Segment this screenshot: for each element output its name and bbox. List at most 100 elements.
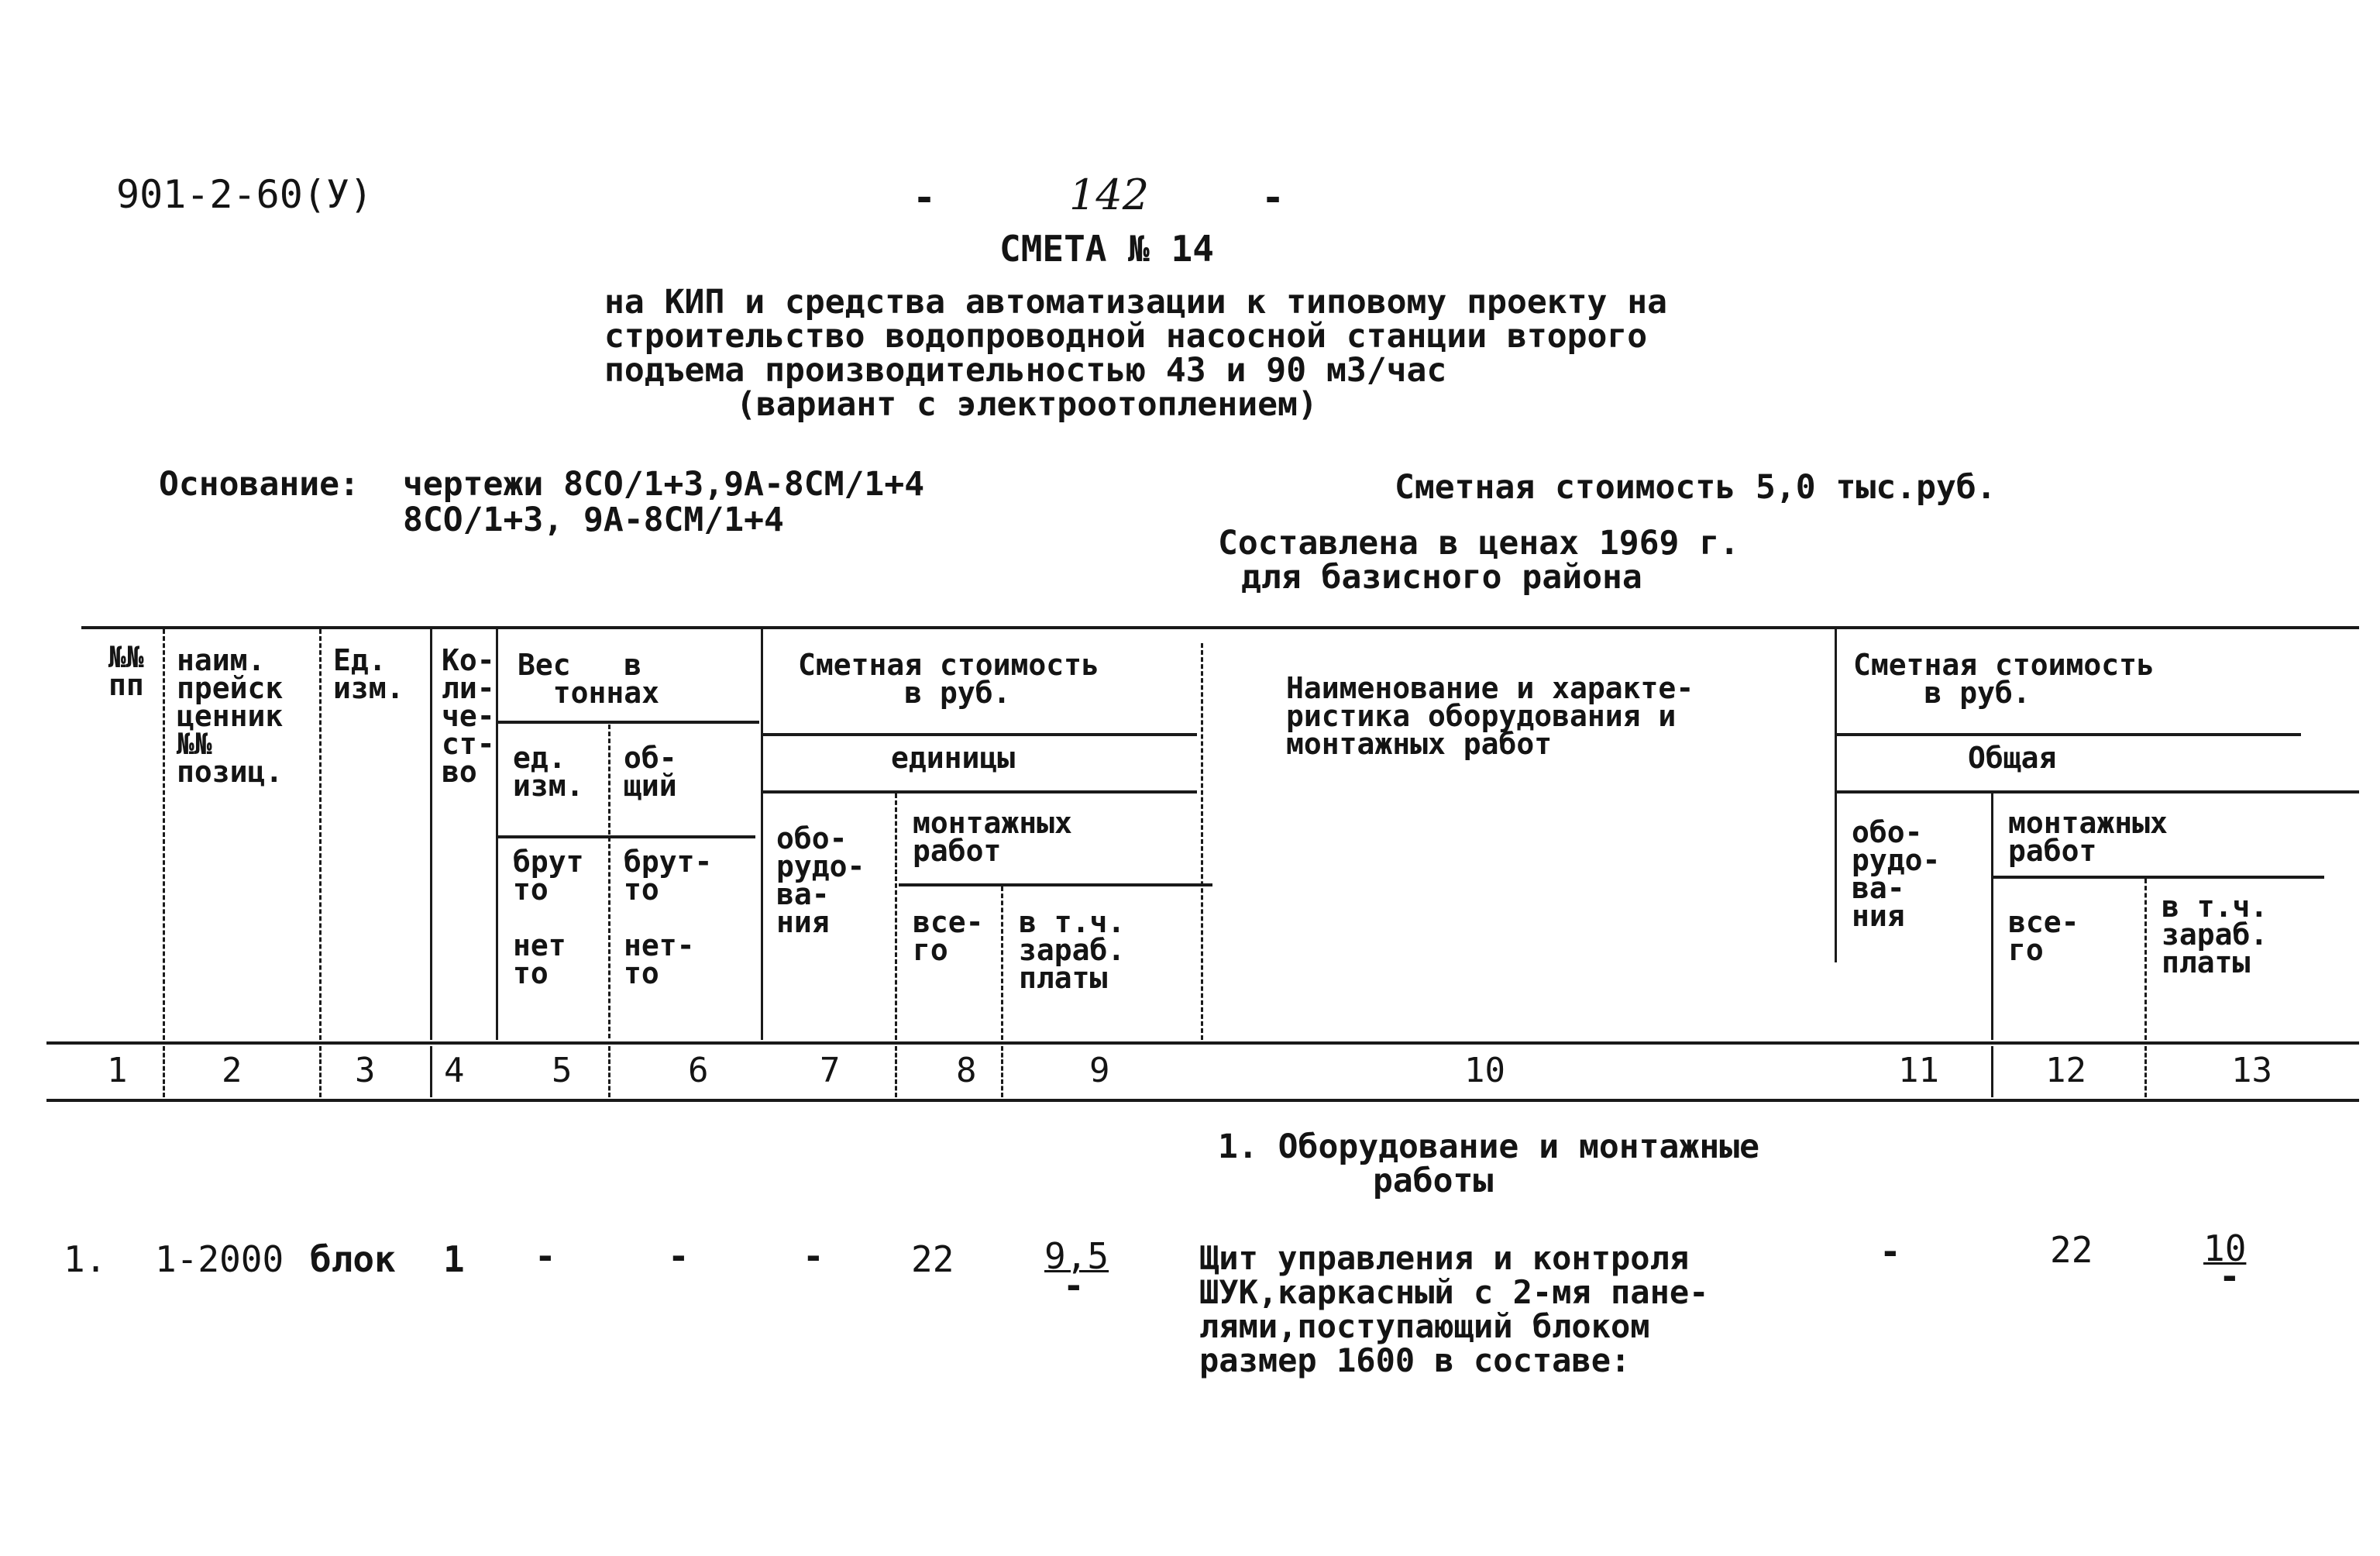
header-total-cost-overall: Общая xyxy=(1968,741,2057,775)
col-number-divider xyxy=(2144,1046,2147,1097)
estimate-subtitle: на КИП и средства автоматизации к типово… xyxy=(604,285,1667,422)
column-number: 8 xyxy=(956,1051,977,1090)
row-unit: блок xyxy=(310,1238,396,1280)
row-installation-total-wages: 10 xyxy=(2203,1227,2247,1269)
row-equipment-total-cost: - xyxy=(1880,1231,1901,1272)
description-line: размер 1600 в составе: xyxy=(1199,1341,1631,1379)
header-unit: Ед. изм. xyxy=(333,643,404,705)
cost-unit-header-rule xyxy=(763,733,1197,736)
estimated-cost: Сметная стоимость 5,0 тыс.руб. xyxy=(1395,468,1997,507)
col-number-divider xyxy=(1001,1046,1003,1097)
row-weight-total: - xyxy=(668,1235,690,1277)
header-item-number: №№ пп xyxy=(108,640,144,702)
row-installation-unit-cost: 22 xyxy=(911,1238,954,1280)
col-divider xyxy=(496,629,498,1040)
page-number-dash-right: - xyxy=(1261,175,1285,220)
column-number: 2 xyxy=(222,1051,242,1090)
row-quantity: 1 xyxy=(443,1238,465,1280)
column-number: 5 xyxy=(552,1051,573,1090)
column-number: 13 xyxy=(2231,1051,2272,1090)
header-equipment-total: обо- рудо- ва- ния xyxy=(1852,815,1941,933)
document-code: 901-2-60(У) xyxy=(116,172,373,217)
header-bottom-rule xyxy=(46,1041,2359,1045)
header-installation-total: монтажных работ xyxy=(2008,806,2168,868)
col-number-divider xyxy=(163,1046,165,1097)
col-divider xyxy=(761,629,763,1040)
column-number: 7 xyxy=(820,1051,841,1090)
column-number: 12 xyxy=(2045,1051,2086,1090)
page-number-dash-left: - xyxy=(913,175,937,220)
estimate-title: СМЕТА № 14 xyxy=(999,228,1214,270)
header-installation-unit-total: все- го xyxy=(913,905,984,967)
cost-total-sub-rule xyxy=(1836,790,2359,793)
header-weight-total: об- щий xyxy=(624,741,677,803)
prices-year: Составлена в ценах 1969 г. xyxy=(1218,524,1740,563)
page-number: 142 xyxy=(1069,170,1150,219)
subtitle-line: подъема производительностью 43 и 90 м3/ч… xyxy=(604,351,1447,390)
row-installation-unit-wages: 9,5 xyxy=(1044,1235,1109,1277)
row-installation-unit-wages-sub: - xyxy=(1063,1265,1085,1306)
column-number: 1 xyxy=(107,1051,128,1090)
col-divider xyxy=(1201,643,1203,1040)
row-description: Щит управления и контроля ШУК,каркасный … xyxy=(1199,1241,1708,1378)
section-title: 1. Оборудование и монтажные xyxy=(1218,1127,1759,1166)
col-number-divider xyxy=(319,1046,322,1097)
header-equipment-unit: обо- рудо- ва- ния xyxy=(776,821,865,939)
row-installation-total-cost: 22 xyxy=(2050,1229,2093,1271)
cost-total-header-rule xyxy=(1836,733,2301,736)
header-unit-cost: Сметная стоимость в руб. xyxy=(798,648,1099,710)
col-divider xyxy=(2144,879,2147,1040)
col-divider xyxy=(1001,886,1003,1040)
header-gross-net-total: брут- то нет- то xyxy=(624,845,713,990)
row-installation-total-wages-sub: - xyxy=(2219,1255,2241,1297)
row-number: 1. xyxy=(64,1238,107,1280)
header-description: Наименование и характе- ристика оборудов… xyxy=(1286,671,1694,761)
row-equipment-unit-cost: - xyxy=(803,1235,824,1277)
column-number: 9 xyxy=(1089,1051,1110,1090)
basis-label: Основание: xyxy=(159,465,359,504)
subtitle-line: на КИП и средства автоматизации к типово… xyxy=(604,283,1668,322)
col-divider xyxy=(895,793,897,1040)
column-number: 6 xyxy=(688,1051,709,1090)
install-unit-rule xyxy=(899,883,1212,886)
header-weight: Вес в тоннах xyxy=(518,648,660,710)
col-number-divider xyxy=(1991,1046,1993,1097)
section-title-line2: работы xyxy=(1373,1162,1494,1200)
subtitle-line: строительство водопроводной насосной ста… xyxy=(604,317,1648,356)
table-top-rule xyxy=(81,626,2359,629)
header-installation-total-wages: в т.ч. зараб. платы xyxy=(2162,890,2268,979)
description-line: Щит управления и контроля xyxy=(1199,1239,1690,1277)
row-price-reference: 1-2000 xyxy=(155,1238,284,1280)
header-weight-unit: ед. изм. xyxy=(513,741,584,803)
header-installation-unit-wages: в т.ч. зараб. платы xyxy=(1019,905,1126,995)
header-quantity: Ко- ли- че- ст- во xyxy=(442,643,495,789)
basis-drawings-line1: чертежи 8СО/1+3,9А-8СМ/1+4 xyxy=(403,465,925,504)
col-number-divider xyxy=(430,1046,432,1097)
basis-drawings-line2: 8СО/1+3, 9А-8СМ/1+4 xyxy=(403,501,784,539)
header-installation-unit: монтажных работ xyxy=(913,806,1072,868)
description-line: лями,поступающий блоком xyxy=(1199,1307,1650,1345)
col-number-divider xyxy=(895,1046,897,1097)
header-total-cost: Сметная стоимость в руб. xyxy=(1853,648,2155,710)
col-divider xyxy=(608,725,610,1038)
weight-sub-rule xyxy=(496,835,755,838)
column-number: 10 xyxy=(1464,1051,1505,1090)
column-number: 3 xyxy=(355,1051,376,1090)
header-price-reference: наим. прейск ценник №№ позиц. xyxy=(177,643,284,789)
column-numbers-rule xyxy=(46,1099,2359,1102)
subtitle-line: (вариант с электроотоплением) xyxy=(736,385,1318,424)
cost-unit-sub-rule xyxy=(763,790,1197,793)
col-divider xyxy=(1835,629,1837,962)
row-weight-unit: - xyxy=(535,1235,556,1277)
col-divider xyxy=(430,629,432,1040)
prices-region: для базисного района xyxy=(1241,558,1642,597)
column-number: 11 xyxy=(1898,1051,1939,1090)
header-gross-net-unit: брут то нет то xyxy=(513,845,584,990)
col-divider xyxy=(319,629,322,1040)
header-installation-total-all: все- го xyxy=(2008,905,2079,967)
description-line: ШУК,каркасный с 2-мя пане- xyxy=(1199,1273,1709,1311)
header-unit-cost-per-unit: единицы xyxy=(891,741,1016,775)
col-divider xyxy=(163,629,165,1040)
install-total-rule xyxy=(1991,876,2324,879)
column-number: 4 xyxy=(444,1051,465,1090)
